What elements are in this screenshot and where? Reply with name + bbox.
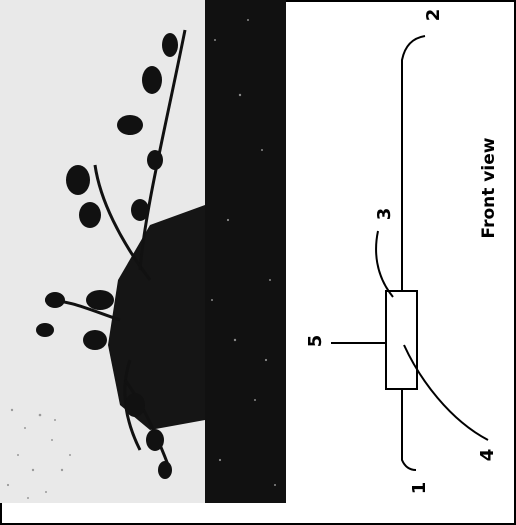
callout-1: 1 (409, 482, 430, 495)
photo-speckle (6, 408, 71, 499)
device-schematic (331, 35, 489, 471)
view-caption: Front view (479, 137, 499, 238)
leader-3 (375, 230, 394, 298)
callout-4: 4 (477, 449, 498, 462)
substrate-band (205, 0, 286, 503)
plant-leaves (36, 33, 178, 479)
soil-mound (108, 205, 205, 430)
lead-wire-top (401, 35, 426, 290)
substrate-speckle (211, 19, 276, 486)
callout-2: 2 (423, 9, 444, 22)
callout-5: 5 (305, 335, 326, 348)
callout-3: 3 (374, 208, 395, 221)
sensor-body (385, 290, 418, 390)
plant-photograph (0, 0, 286, 503)
leader-4 (403, 344, 489, 441)
lead-wire-bottom (401, 390, 417, 471)
